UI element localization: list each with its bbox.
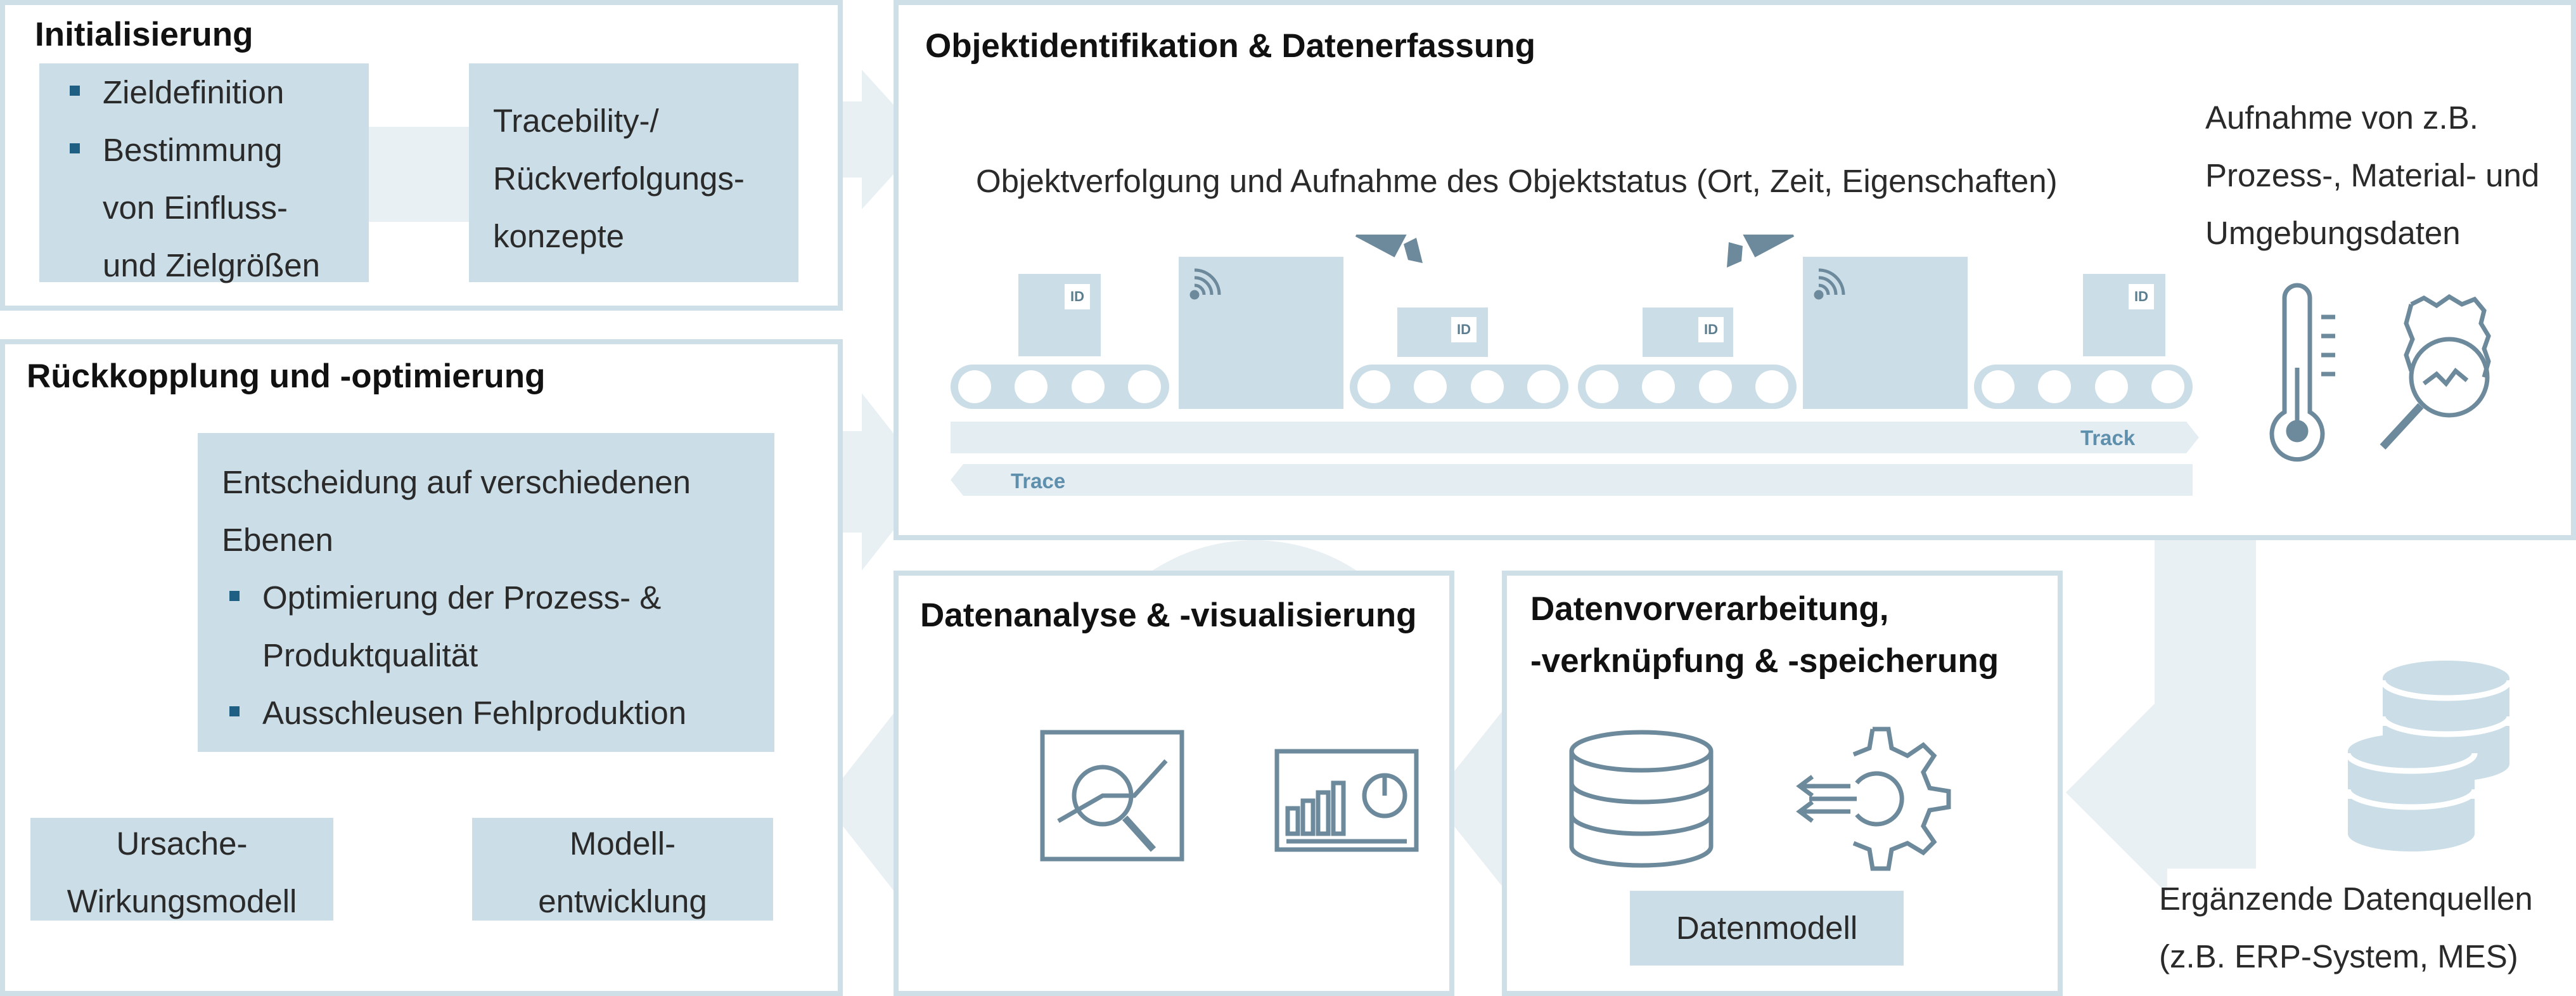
chart-analysis-icon [1040, 730, 1184, 862]
conveyor-2 [1350, 365, 1568, 409]
conveyor-rollers [958, 370, 2184, 403]
conveyor-4 [1974, 365, 2193, 409]
panel-title: Initialisierung [35, 16, 253, 53]
thermometer-icon [2269, 283, 2335, 462]
decision-text: Entscheidung auf verschiedenen Ebenen Op… [222, 453, 691, 742]
bullet-item: Zieldefinition [65, 63, 320, 121]
bullet-cont: von Einfluss- [103, 190, 288, 226]
gear-icon [1796, 727, 1951, 871]
track-label: Track [2080, 426, 2136, 449]
bullet-cont: und Zielgrößen [103, 247, 321, 283]
id-tag: ID [1451, 317, 1477, 342]
text-line: Aufnahme von z.B. [2205, 100, 2478, 136]
bullet-item: Bestimmung [65, 121, 320, 179]
conveyor-3 [1578, 365, 1797, 409]
panel-title: Rückkopplung und -optimierung [27, 358, 546, 395]
flow-arrow-init-to-object [830, 70, 925, 209]
sources-caption: Ergänzende Datenquellen (z.B. ERP-System… [2159, 870, 2533, 985]
wifi-icon [1189, 268, 1221, 300]
panel-title: Datenanalyse & -visualisierung [920, 597, 1417, 634]
title-line: -verknüpfung & -speicherung [1530, 642, 1999, 680]
text-line: Rückverfolgungs- [493, 160, 745, 197]
decision-box [198, 433, 774, 752]
flow-arrow-to-preprocessing [2066, 691, 2256, 894]
text-line: Tracebility-/ [493, 103, 659, 139]
text-line: Ergänzende Datenquellen [2159, 881, 2533, 917]
magnifier-icon [2380, 294, 2491, 450]
panel-title: Datenvorverarbeitung, -verknüpfung & -sp… [1530, 583, 1999, 687]
text-line: Prozess-, Material- und [2205, 157, 2540, 193]
panel-title: Objektidentifikation & Datenerfassung [925, 27, 1535, 65]
conveyor-scene [951, 235, 2199, 496]
panel-datenanalyse [894, 571, 1454, 996]
database-icon [1569, 730, 1714, 868]
traceability-concept-box [469, 63, 798, 282]
wifi-icon [1814, 268, 1845, 300]
camera-icon [1727, 235, 1795, 268]
track-band [951, 422, 2199, 453]
camera-icon [1355, 235, 1423, 263]
flow-arrow-object-down [2155, 539, 2256, 716]
text-line: Wirkungsmodell [67, 883, 297, 919]
goal-text: Zieldefinition Bestimmung von Einfluss- … [65, 63, 320, 294]
id-tag: ID [1065, 284, 1090, 309]
id-tag: ID [2129, 284, 2154, 309]
model-development-box [472, 818, 773, 921]
title-line: Datenvorverarbeitung, [1530, 590, 1889, 628]
tracking-caption: Objektverfolgung und Aufnahme des Objekt… [976, 163, 2058, 199]
text-line: Modell- [569, 825, 676, 862]
text-line: (z.B. ERP-System, MES) [2159, 938, 2518, 974]
coin-stack-icon [2345, 661, 2513, 851]
trace-band [951, 464, 2193, 496]
text-line: Umgebungsdaten [2205, 215, 2461, 251]
preprocessing-icons [1569, 727, 1951, 871]
id-tag: ID [1698, 317, 1724, 342]
dashboard-icon [1274, 749, 1419, 852]
model-development-text: Modell- entwicklung [472, 815, 773, 930]
goal-box [39, 63, 369, 282]
bullet-item: Optimierung der Prozess- & [224, 569, 691, 626]
cause-effect-model-text: Ursache- Wirkungsmodell [30, 815, 333, 930]
conveyor-1 [951, 365, 1169, 409]
cause-effect-model-box [30, 818, 333, 921]
trace-label: Trace [1011, 469, 1066, 493]
text-line: konzepte [493, 218, 624, 254]
sensor-icons [2269, 283, 2491, 462]
bullet-item: Ausschleusen Fehlproduktion [224, 684, 691, 742]
text-line: entwicklung [538, 883, 707, 919]
text-line: Entscheidung auf verschiedenen [222, 464, 691, 500]
traceability-concept-text: Tracebility-/ Rückverfolgungs- konzepte [493, 92, 745, 265]
datamodel-box [1630, 891, 1904, 966]
text-line: Ursache- [116, 825, 248, 862]
arrow-goal-to-concept [369, 127, 469, 222]
bullet-cont: Produktqualität [262, 637, 478, 673]
text-line: Ebenen [222, 522, 333, 558]
analysis-icons [1040, 730, 1419, 862]
side-caption: Aufnahme von z.B. Prozess-, Material- un… [2205, 89, 2539, 262]
datamodel-label: Datenmodell [1676, 910, 1858, 946]
